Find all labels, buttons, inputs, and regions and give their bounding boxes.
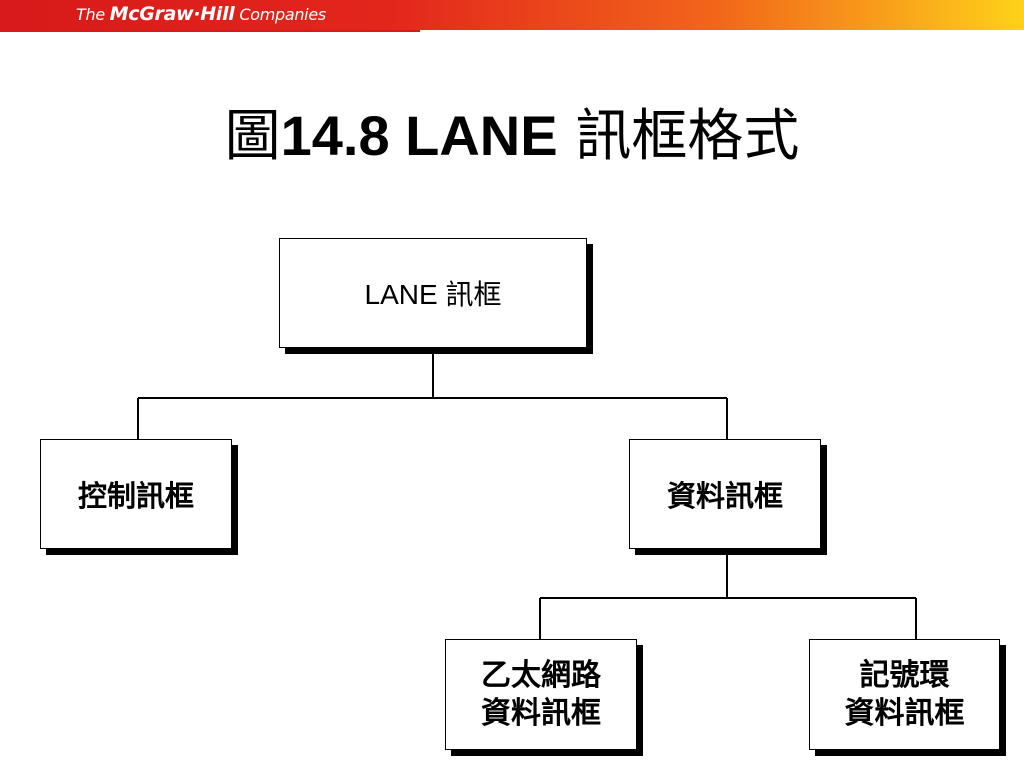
lane-frame-box: LANE 訊框 xyxy=(279,238,587,348)
lane-frame-label: LANE 訊框 xyxy=(364,279,502,310)
data-frame-box: 資料訊框 xyxy=(629,439,821,549)
ethernet-data-frame-box: 乙太網路 資料訊框 xyxy=(445,639,637,750)
title-suffix: 訊框格式 xyxy=(575,104,800,169)
title-main: 14.8 LANE xyxy=(280,104,558,167)
ethernet-label-line2: 資料訊框 xyxy=(481,695,601,731)
brand-name: McGraw·Hill xyxy=(109,3,235,25)
brand-suffix: Companies xyxy=(239,5,326,24)
ethernet-label-line1: 乙太網路 xyxy=(481,657,601,693)
data-frame-label: 資料訊框 xyxy=(666,479,783,513)
token-ring-data-frame-box: 記號環 資料訊框 xyxy=(809,639,1000,750)
slide-title: 圖14.8 LANE 訊框格式 xyxy=(0,100,1024,173)
control-frame-label: 控制訊框 xyxy=(77,479,194,513)
token-ring-label-line2: 資料訊框 xyxy=(844,695,965,731)
header-banner: The McGraw·Hill Companies xyxy=(0,0,1024,30)
banner-underline xyxy=(0,30,420,32)
title-prefix: 圖 xyxy=(224,104,281,169)
brand-prefix: The xyxy=(76,5,105,24)
brand-logo: The McGraw·Hill Companies xyxy=(76,3,326,26)
token-ring-label-line1: 記號環 xyxy=(859,657,950,693)
control-frame-box: 控制訊框 xyxy=(40,439,232,549)
